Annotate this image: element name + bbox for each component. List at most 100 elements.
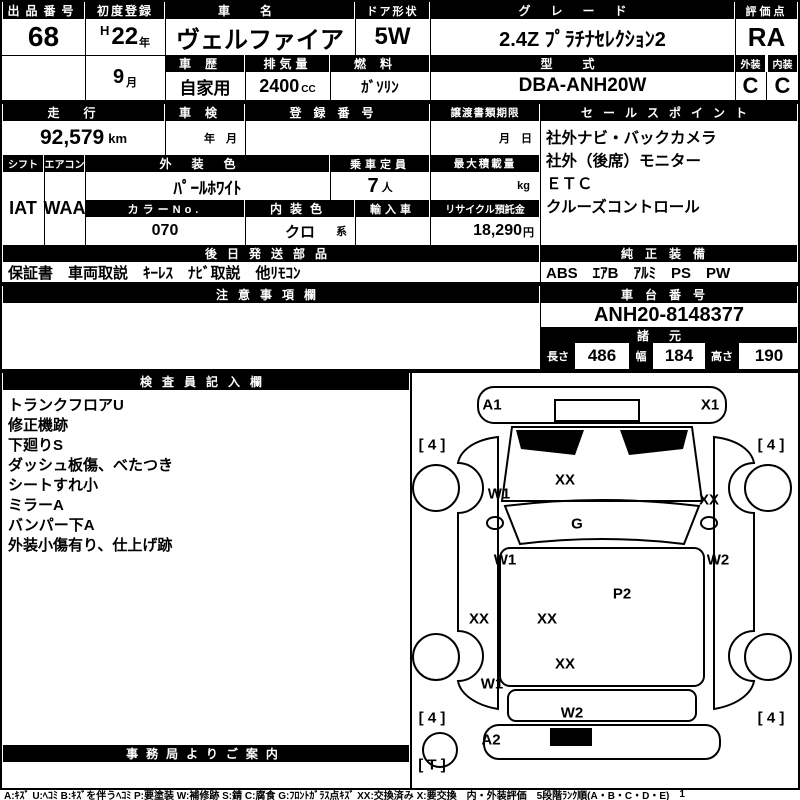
legend-text: A:ｷｽﾞ U:ﾍｺﾐ B:ｷｽﾞを伴うﾍｺﾐ P:要塗装 W:補修跡 S:錆 …	[4, 791, 670, 800]
transfer-deadline-header: 譲渡書類期限	[430, 104, 540, 121]
height-label: 高さ	[704, 343, 740, 369]
width-value: 184	[664, 346, 694, 365]
exhibit-no-value: 68	[27, 21, 60, 52]
first-reg-year: 22	[111, 23, 139, 50]
section-divider	[0, 100, 800, 104]
length-label: 長さ	[540, 343, 576, 369]
caution-notes-area	[2, 303, 540, 369]
diagram-mark: [ 4 ]	[418, 709, 446, 727]
diagram-mark: [ 4 ]	[757, 709, 785, 727]
diagram-mark: W1	[493, 551, 517, 569]
exterior-color-value: ﾊﾟｰﾙﾎﾜｲﾄ	[173, 178, 242, 198]
headlight-left	[516, 430, 584, 455]
sales-points-list: 社外ナビ・バックカメラ 社外（後席）モニター ＥＴＣ クルーズコントロール	[546, 127, 794, 219]
inspector-note-item: ダッシュ板傷、べたつき	[8, 457, 174, 474]
first-reg-month: 9 月	[112, 66, 138, 89]
interior-color-value: クロ 系	[284, 223, 347, 241]
mirror-left	[486, 516, 504, 530]
chassis-no-header: 車台番号	[540, 286, 798, 303]
wheel-rear-left	[412, 633, 460, 681]
diagram-mark: XX	[554, 471, 576, 489]
rear-hatch-outline	[507, 689, 697, 722]
diagram-mark: W2	[706, 551, 730, 569]
diagram-mark: XX	[536, 610, 558, 628]
rear-bumper-outline	[483, 724, 721, 760]
sales-point-item: クルーズコントロール	[546, 199, 700, 216]
headlight-right	[620, 430, 688, 455]
registration-no-value	[245, 121, 430, 155]
score-value: RA	[747, 21, 786, 52]
front-plate-outline	[554, 399, 640, 422]
later-parts-value: 保証書 車両取説 ｷｰﾚｽ ﾅﾋﾞ取説 他ﾘﾓｺﾝ	[8, 264, 301, 282]
model-code-header: 型式	[430, 55, 735, 72]
windshield-outline	[503, 499, 701, 546]
fuel-header: 燃料	[330, 55, 430, 72]
diagram-mark: P2	[612, 585, 632, 603]
roof-outline	[499, 547, 705, 687]
inspector-note-item: ミラーA	[8, 497, 64, 514]
diagram-mark: [ 4 ]	[418, 436, 446, 454]
diagram-mark: W1	[487, 485, 511, 503]
interior-score-value: C	[774, 73, 791, 98]
recycle-fee-header: リサイクル預託金	[430, 200, 540, 217]
fuel-value: ｶﾞｿﾘﾝ	[361, 78, 399, 96]
wheel-front-left	[412, 464, 460, 512]
shift-value: IAT	[9, 198, 37, 218]
shaken-header: 車検	[165, 104, 245, 121]
history-header: 車歴	[165, 55, 245, 72]
genuine-equip-value: ABS ｴｱB ｱﾙﾐ PS PW	[546, 264, 731, 282]
first-reg-era: H	[99, 23, 110, 38]
genuine-equip-header: 純正装備	[540, 245, 798, 262]
section-divider	[0, 282, 800, 286]
aircon-header: エアコン	[44, 155, 85, 172]
recycle-fee-value: 18,290 円	[473, 222, 534, 239]
specs-header: 諸元	[540, 327, 798, 343]
diagram-mark: W1	[480, 675, 504, 693]
sales-points-header: セールスポイント	[540, 104, 798, 121]
model-code-value: DBA-ANH20W	[518, 75, 647, 96]
capacity-header: 乗車定員	[330, 155, 430, 172]
interior-color-suffix: 系	[336, 226, 347, 238]
inspector-note-item: 修正機跡	[8, 417, 69, 434]
diagram-mark: [ 4 ]	[757, 436, 785, 454]
diagram-mark: W2	[560, 704, 584, 722]
diagram-mark: XX	[554, 655, 576, 673]
color-no-header: カラーNo.	[85, 200, 245, 217]
page-number: 1	[679, 789, 685, 800]
sales-point-item: 社外（後席）モニター	[546, 153, 702, 170]
hood-outline	[500, 426, 704, 502]
inspector-note-item: 下廻りS	[8, 437, 64, 454]
inspector-note-item: バンパー下A	[8, 517, 95, 534]
max-load-value: kg	[517, 180, 530, 192]
inspector-note-item: 外装小傷有り、仕上げ跡	[8, 537, 173, 554]
width-label: 幅	[628, 343, 654, 369]
caution-notes-header: 注意事項欄	[2, 286, 540, 303]
inspector-note-item: トランクフロアU	[8, 397, 124, 414]
first-reg-year-suffix: 年	[139, 37, 151, 49]
color-no-value: 070	[151, 222, 179, 239]
exhibit-no-header: 出品番号	[2, 2, 85, 19]
displacement-header: 排気量	[245, 55, 330, 72]
diagram-mark: XX	[698, 491, 720, 509]
car-name-header: 車名	[165, 2, 355, 19]
import-header: 輸入車	[355, 200, 430, 217]
interior-color-header: 内装色	[245, 200, 355, 217]
car-name-value: ヴェルファイア	[176, 26, 344, 54]
mileage-header: 走行	[2, 104, 165, 121]
diagram-mark: X1	[700, 396, 720, 414]
office-info-header: 事務局よりご案内	[2, 745, 410, 762]
section-divider	[0, 369, 800, 373]
diagram-mark: A1	[482, 396, 502, 414]
mirror-right	[700, 516, 718, 530]
later-parts-header: 後日発送部品	[2, 245, 540, 262]
transfer-deadline-value: 月 日	[499, 133, 532, 145]
mileage-value: 92,579 km	[39, 126, 128, 149]
history-value: 自家用	[179, 78, 231, 98]
diagram-mark: G	[571, 515, 583, 533]
interior-score-header: 内装	[767, 55, 798, 72]
height-value: 190	[754, 346, 784, 365]
max-load-header: 最大積載量	[430, 155, 540, 172]
displacement-value: 2400 CC	[259, 75, 316, 96]
